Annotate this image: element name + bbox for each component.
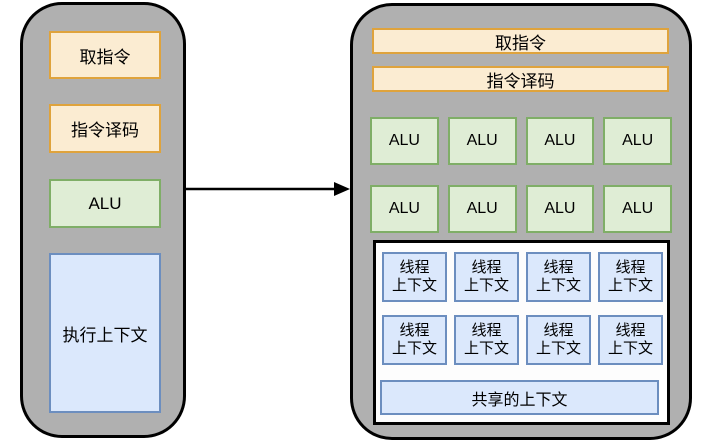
alu-box: ALU <box>370 117 439 165</box>
fetch-bar: 取指令 <box>372 28 669 54</box>
shared-context-bar: 共享的上下文 <box>380 380 659 415</box>
decode-bar: 指令译码 <box>372 66 669 92</box>
alu-box: ALU <box>603 185 672 233</box>
thread-context-row-1: 线程 上下文 线程 上下文 线程 上下文 线程 上下文 <box>382 252 663 302</box>
thread-context-row-2: 线程 上下文 线程 上下文 线程 上下文 线程 上下文 <box>382 315 663 365</box>
thread-context-box: 线程 上下文 <box>598 252 663 302</box>
thread-context-box: 线程 上下文 <box>382 315 447 365</box>
alu-box: ALU <box>525 185 595 233</box>
thread-context-box: 线程 上下文 <box>454 315 519 365</box>
multi-thread-core-panel: 取指令 指令译码 ALU ALU ALU ALU ALU ALU ALU ALU… <box>350 3 692 440</box>
execution-context-box: 执行上下文 <box>49 253 161 413</box>
alu-row-1: ALU ALU ALU ALU <box>370 117 672 165</box>
alu-box: ALU <box>525 117 595 165</box>
decode-box: 指令译码 <box>49 104 161 153</box>
single-core-panel: 取指令 指令译码 ALU 执行上下文 <box>20 2 186 438</box>
thread-context-box: 线程 上下文 <box>526 315 591 365</box>
thread-context-box: 线程 上下文 <box>526 252 591 302</box>
thread-context-box: 线程 上下文 <box>382 252 447 302</box>
context-storage-group: 线程 上下文 线程 上下文 线程 上下文 线程 上下文 线程 上下文 线程 上下… <box>373 240 670 425</box>
right-arrow-icon <box>186 179 350 199</box>
fetch-box: 取指令 <box>49 31 161 79</box>
alu-box: ALU <box>447 185 517 233</box>
alu-box: ALU <box>447 117 517 165</box>
alu-box: ALU <box>370 185 439 233</box>
thread-context-box: 线程 上下文 <box>454 252 519 302</box>
alu-box: ALU <box>603 117 672 165</box>
thread-context-box: 线程 上下文 <box>598 315 663 365</box>
alu-row-2: ALU ALU ALU ALU <box>370 185 672 233</box>
alu-box: ALU <box>49 179 161 228</box>
